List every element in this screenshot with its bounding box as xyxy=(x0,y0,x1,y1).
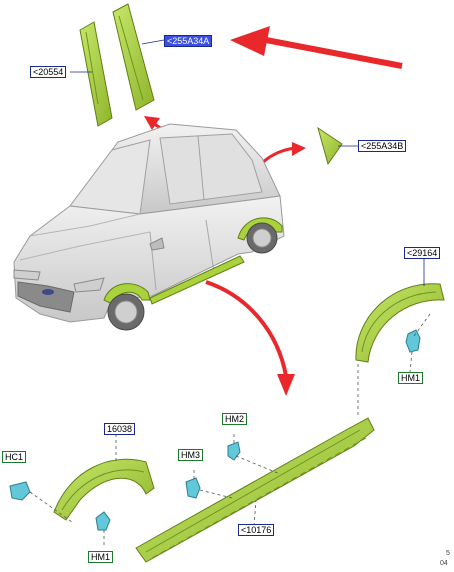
label-leaders xyxy=(70,39,425,286)
part-label-255a34b[interactable]: <255A34B xyxy=(358,140,407,152)
clip-hc1 xyxy=(9,481,31,501)
pillar-trim-right xyxy=(112,3,155,111)
side-sill-moulding xyxy=(135,417,375,563)
highlight-arrow xyxy=(230,26,403,69)
part-label-10176[interactable]: <10176 xyxy=(238,524,275,536)
arrow-to-sill xyxy=(205,280,295,396)
part-label-hm3[interactable]: HM3 xyxy=(178,449,204,461)
part-label-29164[interactable]: <29164 xyxy=(404,247,441,259)
part-label-20554[interactable]: <20554 xyxy=(30,66,67,78)
clip-hm3 xyxy=(185,477,201,499)
leader-lines xyxy=(29,313,431,548)
corner-mark-bottom: 04 xyxy=(440,560,448,567)
part-label-16038[interactable]: 16038 xyxy=(104,423,136,435)
triangle-trim-part xyxy=(317,126,343,166)
rear-wheel-arch-part xyxy=(355,283,445,363)
part-label-hm1-right[interactable]: HM1 xyxy=(398,372,424,384)
part-label-hm2[interactable]: HM2 xyxy=(222,413,248,425)
corner-mark-top: 5 xyxy=(446,550,450,557)
clip-hm1-left xyxy=(95,511,111,531)
front-wheel-arch-part xyxy=(53,458,155,521)
part-label-hc1[interactable]: HC1 xyxy=(2,451,27,463)
part-label-255a34a[interactable]: <255A34A xyxy=(164,35,213,47)
clip-hm1-right xyxy=(405,329,421,353)
car-illustration xyxy=(13,123,285,331)
part-label-hm1-left[interactable]: HM1 xyxy=(88,551,114,563)
pillar-trim-left xyxy=(79,21,113,127)
